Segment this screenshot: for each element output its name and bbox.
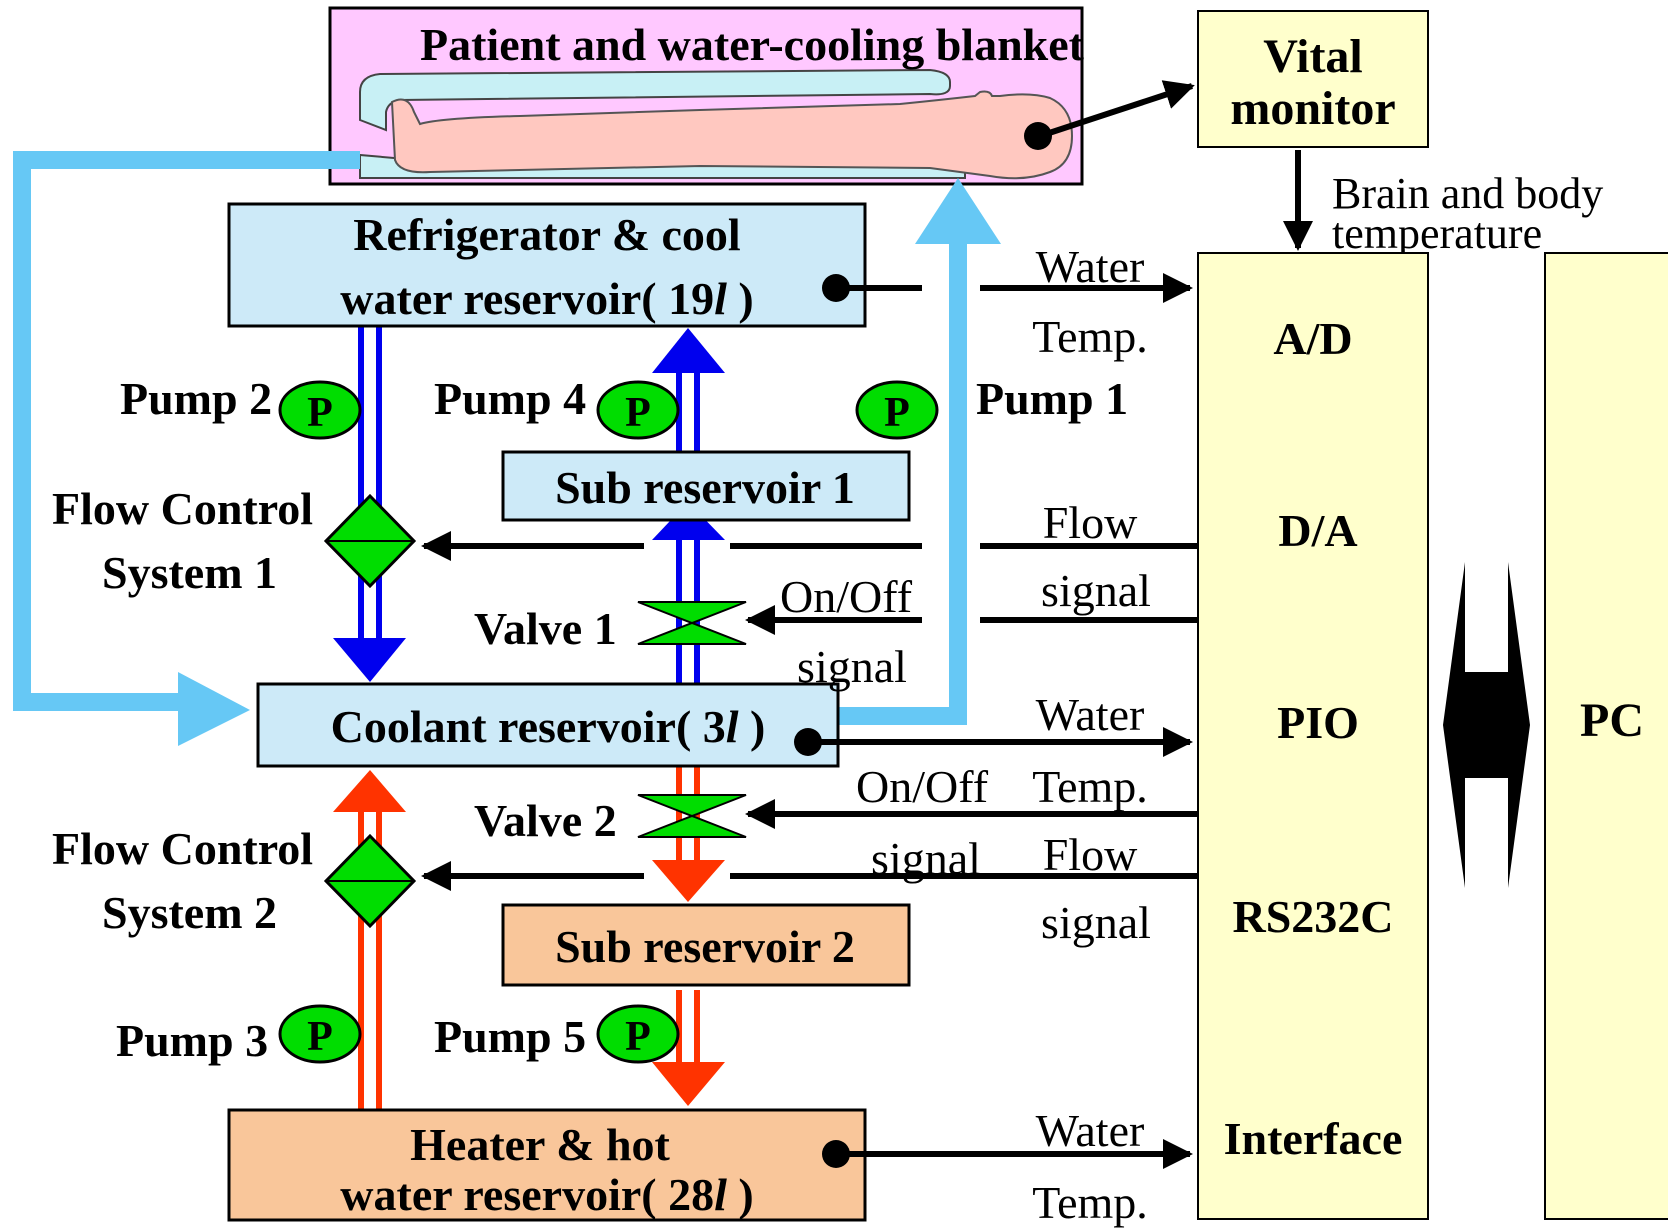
- flow-control-2-icon: [323, 833, 417, 929]
- water-temp-1-water: Water: [1036, 241, 1145, 292]
- heater-line2: water reservoir( 28: [340, 1169, 714, 1220]
- refrigerator-line2: water reservoir( 19: [340, 273, 714, 324]
- onoff-2-label: On/Off: [856, 761, 989, 812]
- sub-reservoir-1-box: Sub reservoir 1: [501, 450, 911, 522]
- svg-text:P: P: [625, 1014, 651, 1060]
- water-temp-3-water: Water: [1036, 1105, 1145, 1156]
- interface-pio: PIO: [1277, 697, 1359, 748]
- svg-text:water reservoir( 19l ): water reservoir( 19l ): [340, 273, 753, 324]
- pump-2-icon: P: [278, 380, 362, 440]
- onoff-1-label: On/Off: [780, 571, 913, 622]
- patient-blanket-box: Patient and water-cooling blanket: [328, 6, 1085, 186]
- pump-1-icon: P: [855, 380, 939, 440]
- water-temp-2-water: Water: [1036, 689, 1145, 740]
- probe-arrow: [1039, 80, 1195, 139]
- interface-ad: A/D: [1273, 313, 1352, 364]
- interface-label: Interface: [1224, 1113, 1403, 1164]
- heater-line2-end: ): [727, 1169, 754, 1220]
- svg-text:P: P: [307, 390, 333, 436]
- heater-line1: Heater & hot: [410, 1119, 670, 1170]
- svg-text:P: P: [625, 390, 651, 436]
- flow-signal-1-signal: signal: [1041, 565, 1151, 616]
- hot-down-pipe: [652, 765, 725, 1106]
- interface-rs232c: RS232C: [1232, 891, 1393, 942]
- valve-1-icon: [637, 601, 747, 645]
- brain-temp-line2: temperature: [1332, 209, 1542, 258]
- vital-monitor-box: Vital monitor: [1197, 10, 1429, 148]
- flow-control-2-line1: Flow Control: [52, 823, 313, 874]
- coolant-label: Coolant reservoir( 3: [331, 701, 726, 752]
- pump-3-label: Pump 3: [116, 1015, 268, 1066]
- water-temp-3-temp: Temp.: [1032, 1177, 1148, 1228]
- valve-1-label: Valve 1: [474, 603, 617, 654]
- pc-label: PC: [1580, 694, 1644, 747]
- flow-signal-2-signal: signal: [1041, 897, 1151, 948]
- heater-unit: l: [714, 1169, 727, 1220]
- coolant-label-end: ): [739, 701, 766, 752]
- svg-text:P: P: [884, 390, 910, 436]
- coolant-reservoir-box: Coolant reservoir( 3l ): [256, 682, 840, 768]
- cool-down-pipe: [333, 325, 406, 682]
- hot-up-pipe: [333, 770, 406, 1110]
- coolant-unit: l: [726, 701, 739, 752]
- refrigerator-box: Refrigerator & cool water reservoir( 19l…: [227, 202, 867, 328]
- flow-signal-2-flow: Flow: [1043, 829, 1138, 880]
- interface-pc-link-arrow: [1443, 562, 1530, 888]
- pump-1-label: Pump 1: [976, 373, 1128, 424]
- blanket-supply-pipe: [838, 240, 967, 725]
- svg-text:water reservoir( 28l ): water reservoir( 28l ): [340, 1169, 753, 1220]
- onoff-2-signal: signal: [871, 833, 981, 884]
- sub-reservoir-1-label: Sub reservoir 1: [555, 462, 855, 513]
- blanket-return-pipe: [13, 151, 360, 711]
- flow-control-1-icon: [323, 493, 417, 589]
- refrigerator-line1: Refrigerator & cool: [353, 209, 740, 260]
- refrigerator-unit: l: [714, 273, 727, 324]
- pump-4-icon: P: [596, 380, 680, 440]
- patient-body: [390, 90, 1074, 180]
- water-temp-1-temp: Temp.: [1032, 311, 1148, 362]
- refrigerator-line2-end: ): [727, 273, 754, 324]
- interface-column: A/D D/A PIO RS232C Interface: [1197, 252, 1429, 1220]
- pump-4-label: Pump 4: [434, 373, 586, 424]
- onoff-1-signal: signal: [797, 641, 907, 692]
- svg-text:Coolant reservoir( 3l ): Coolant reservoir( 3l ): [331, 701, 766, 752]
- interface-da: D/A: [1278, 505, 1357, 556]
- pump-5-label: Pump 5: [434, 1011, 586, 1062]
- valve-2-icon: [637, 794, 747, 838]
- pump-2-label: Pump 2: [120, 373, 272, 424]
- sub-reservoir-2-label: Sub reservoir 2: [555, 921, 855, 972]
- pump-5-icon: P: [596, 1004, 680, 1064]
- sub-reservoir-2-box: Sub reservoir 2: [501, 903, 911, 987]
- vital-monitor-line1: Vital: [1263, 30, 1363, 83]
- pump-3-icon: P: [278, 1004, 362, 1064]
- signal-lines: [421, 273, 1198, 1169]
- flow-control-1-line2: System 1: [102, 547, 277, 598]
- heater-box: Heater & hot water reservoir( 28l ): [227, 1108, 867, 1222]
- valve-2-label: Valve 2: [474, 795, 617, 846]
- patient-title: Patient and water-cooling blanket: [420, 19, 1085, 70]
- svg-text:P: P: [307, 1014, 333, 1060]
- flow-signal-1-flow: Flow: [1043, 497, 1138, 548]
- pc-box: PC: [1544, 252, 1668, 1220]
- blanket-supply-arrowhead: [915, 178, 1001, 244]
- blanket-return-arrowhead: [178, 672, 250, 746]
- flow-control-1-line1: Flow Control: [52, 483, 313, 534]
- flow-control-2-line2: System 2: [102, 887, 277, 938]
- brain-temp-line1: Brain and body: [1332, 169, 1603, 218]
- vital-monitor-line2: monitor: [1230, 82, 1395, 135]
- water-temp-2-temp: Temp.: [1032, 761, 1148, 812]
